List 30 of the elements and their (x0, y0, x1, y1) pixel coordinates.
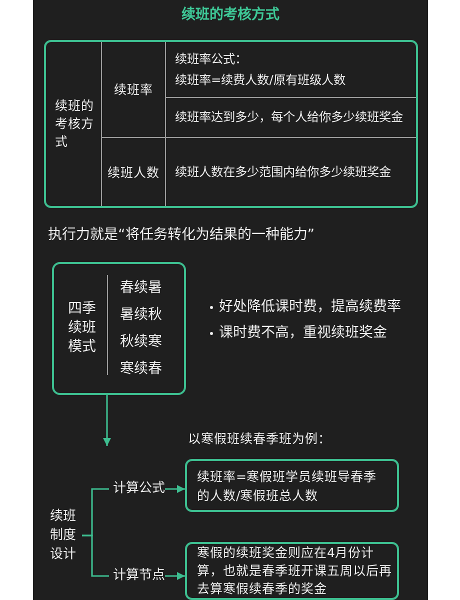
statement-text: 执行力就是“将任务转化为结果的一种能力” (48, 226, 315, 244)
info-box (185, 459, 399, 512)
branch-label: 续班制度设计 (50, 507, 82, 564)
cell-text: 续班人数在多少范围内给你多少续班奖金 (175, 164, 391, 180)
example-caption: 以寒假班续春季班为例： (188, 430, 331, 448)
connector-line (82, 534, 109, 577)
cell-text: 续班率 (114, 81, 153, 99)
branch-label: 计算节点 (109, 567, 165, 585)
arrow (165, 485, 185, 493)
branch-label: 计算公式 (109, 480, 165, 498)
season-item: 暑续秋 (120, 306, 162, 325)
season-box (52, 262, 186, 395)
table-cell (102, 42, 166, 138)
note-text: 课时费不高，重视续班奖金 (219, 324, 387, 342)
box-text: 寒假的续班奖金则应在4月份计算，也就是春季班开课五周以后再去算寒假续春季的奖金 (197, 544, 393, 598)
season-item: 寒续春 (120, 360, 162, 379)
cell-text: 续班人数 (108, 164, 160, 182)
cell-text: 续班的考核方式 (55, 97, 95, 151)
season-item: 秋续寒 (120, 333, 162, 352)
cell-text: 续班率达到多少，每个人给你多少续班奖金 (175, 109, 403, 126)
season-item: 春续暑 (120, 279, 162, 298)
cell-text: 续班率=续费人数/原有班级人数 (175, 72, 346, 88)
diagram-title: 续班的考核方式 (182, 6, 280, 24)
arrow (165, 572, 185, 580)
arrow (103, 395, 111, 446)
cell-text: 续班率公式： (175, 50, 247, 68)
box-text: 续班率=寒假班学员续班导春季的人数/寒假班总人数 (197, 468, 378, 504)
box-heading: 四季续班模式 (68, 300, 97, 357)
table-frame (44, 40, 418, 208)
note-text: 好处降低课时费，提高续费率 (219, 298, 401, 316)
